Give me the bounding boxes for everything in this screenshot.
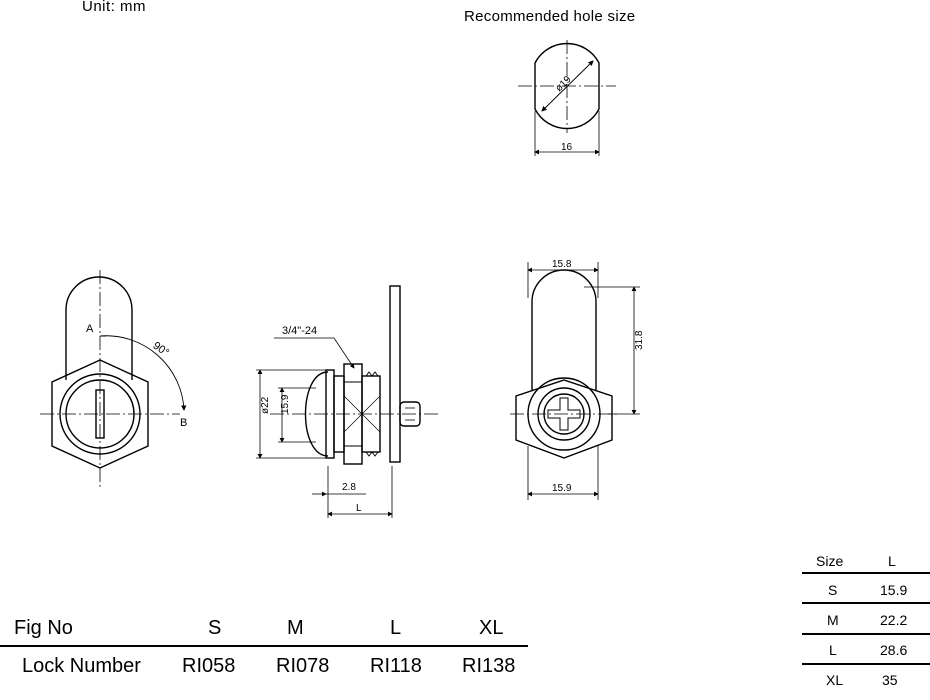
l-cell: 35 xyxy=(882,672,898,688)
size-row: S 15.9 xyxy=(802,582,930,610)
fig-table: Fig No S M L XL Lock Number RI058 RI078 … xyxy=(0,610,530,686)
lock-number-m: RI078 xyxy=(276,655,330,677)
side-cam-plate xyxy=(389,285,401,463)
l-header: L xyxy=(888,553,896,569)
lock-number-xl: RI138 xyxy=(462,655,516,677)
lock-number-s: RI058 xyxy=(182,655,236,677)
size-row: XL 35 xyxy=(802,672,930,700)
lock-number-label: Lock Number xyxy=(22,655,141,677)
l-cell: 15.9 xyxy=(880,582,908,598)
rear-view xyxy=(510,262,640,500)
fig-col-s: S xyxy=(208,617,222,639)
fig-col-m: M xyxy=(287,617,304,639)
side-dia-label: ø22 xyxy=(260,396,271,414)
size-cell: XL xyxy=(826,672,844,688)
size-cell: S xyxy=(828,582,838,598)
side-length-label: L xyxy=(356,503,362,514)
side-thickness-label: 2.8 xyxy=(342,482,356,493)
rear-cam xyxy=(531,269,597,390)
size-cell: M xyxy=(827,612,839,628)
side-thread-top xyxy=(365,371,379,377)
rear-hex-nut xyxy=(515,379,613,459)
side-height-label: 15.9 xyxy=(280,394,291,414)
hole-outline xyxy=(534,42,600,130)
fig-col-xl: XL xyxy=(479,617,504,639)
rear-top-width-label: 15.8 xyxy=(552,259,572,270)
front-cam xyxy=(65,276,133,380)
unit-label: Unit: mm xyxy=(82,0,146,15)
front-label-b: B xyxy=(180,417,187,429)
rear-bottom-width-label: 15.9 xyxy=(552,483,572,494)
l-cell: 28.6 xyxy=(880,642,908,658)
side-thread-leader xyxy=(274,337,355,369)
side-thread-bot xyxy=(365,451,379,457)
front-angle-label: 90° xyxy=(151,340,172,359)
hole-diagram xyxy=(518,40,616,156)
hole-width-label: 16 xyxy=(561,142,573,153)
size-cell: L xyxy=(829,642,837,658)
hole-size-title: Recommended hole size xyxy=(464,8,636,25)
front-angle-arc xyxy=(99,335,187,411)
fig-col-l: L xyxy=(390,617,402,639)
side-view xyxy=(256,285,438,518)
front-label-a: A xyxy=(86,323,94,335)
size-header: Size xyxy=(816,553,844,569)
l-cell: 22.2 xyxy=(880,612,908,628)
size-table-header: Size L xyxy=(802,553,930,581)
size-row: L 28.6 xyxy=(802,642,930,670)
rear-height-label: 31.8 xyxy=(634,330,645,350)
hole-diameter-label: ø19 xyxy=(554,74,574,94)
rear-cross-slot xyxy=(547,397,581,431)
side-thread-label: 3/4"-24 xyxy=(282,325,317,337)
front-view xyxy=(40,270,187,490)
size-row: M 22.2 xyxy=(802,612,930,640)
lock-number-l: RI118 xyxy=(370,655,422,677)
fig-no-label: Fig No xyxy=(14,617,73,639)
hole-diameter-line xyxy=(541,60,594,112)
